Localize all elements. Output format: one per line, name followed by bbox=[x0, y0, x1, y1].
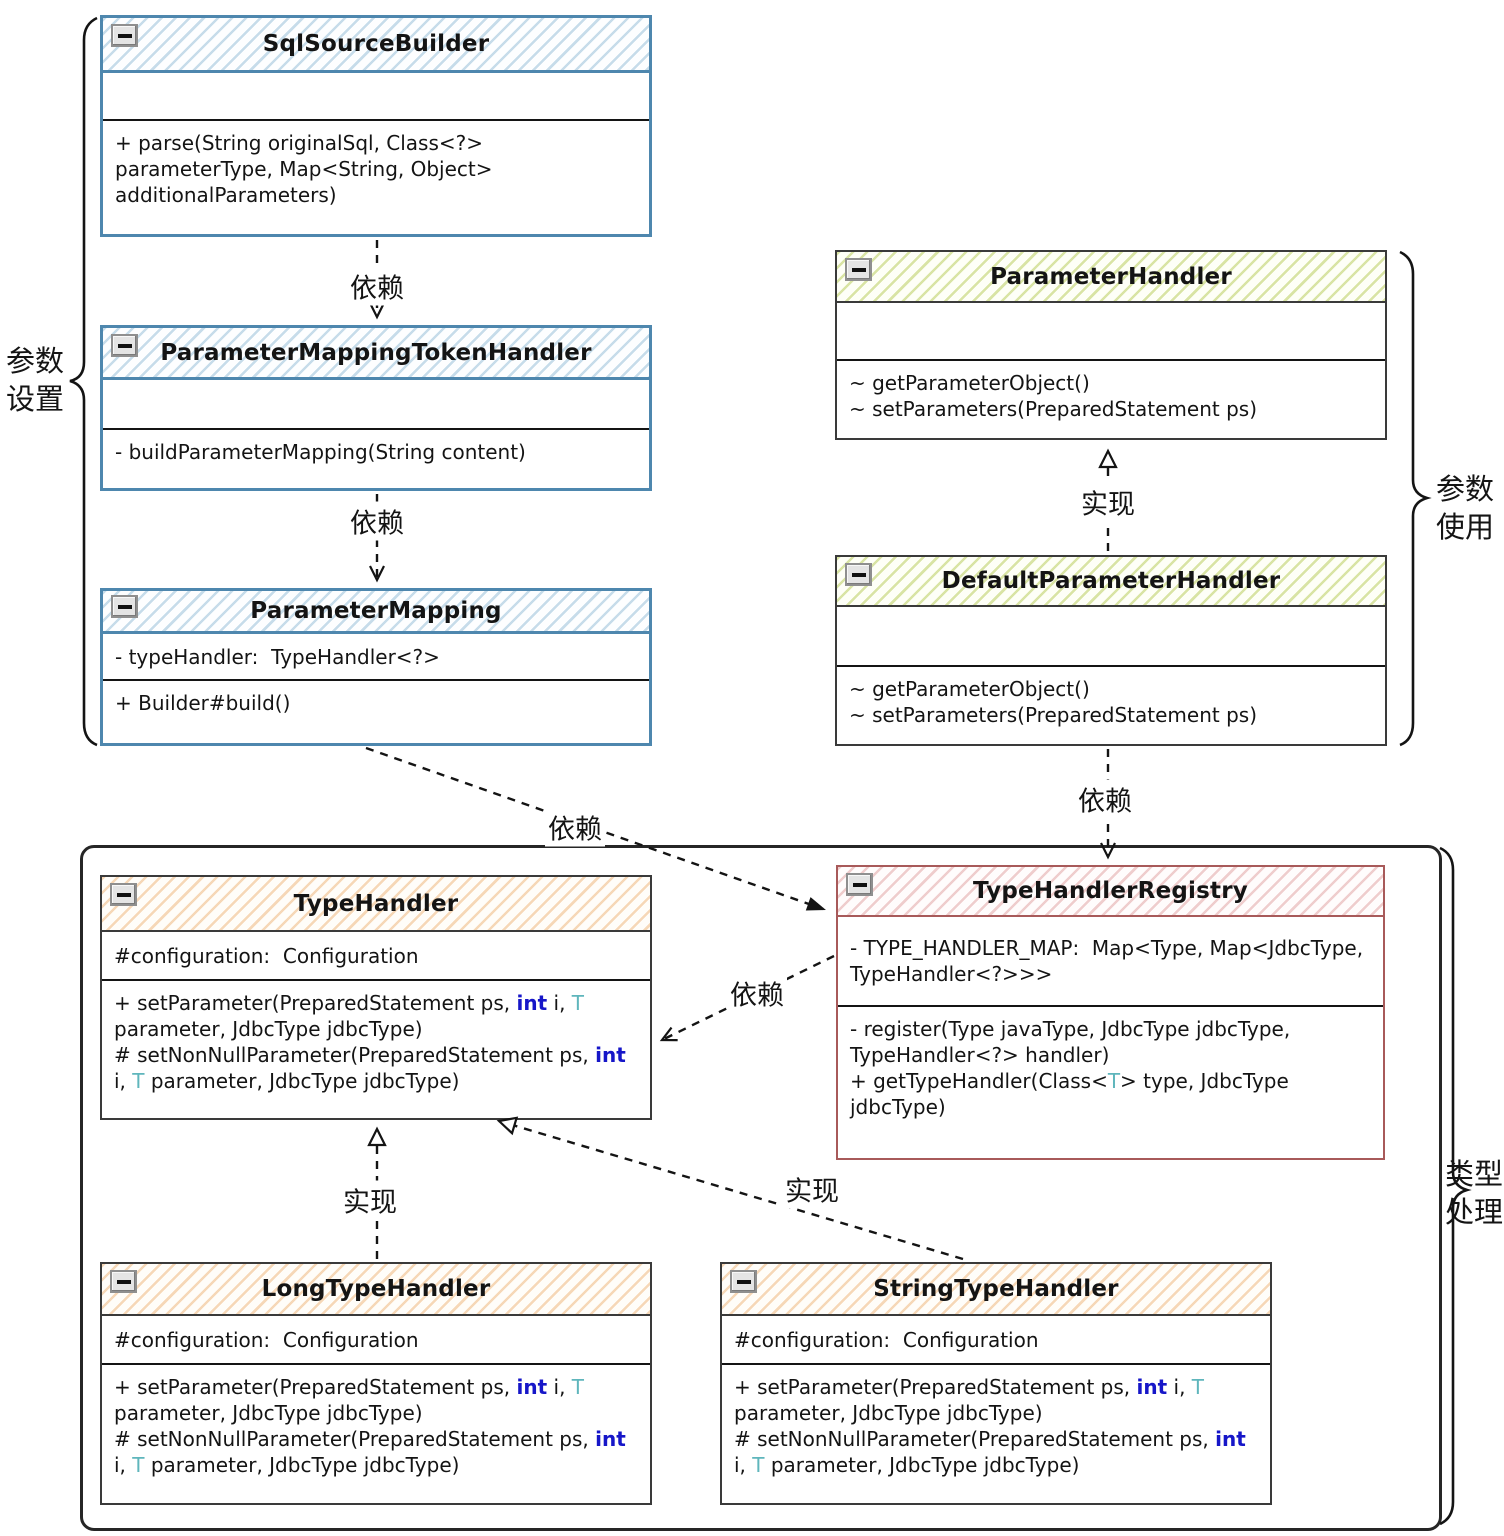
collapse-icon[interactable] bbox=[846, 873, 873, 896]
class-fields-compartment: #configuration: Configuration bbox=[722, 1316, 1270, 1365]
class-title: SqlSourceBuilder bbox=[262, 31, 490, 57]
class-header: DefaultParameterHandler bbox=[837, 557, 1385, 607]
class-methods-compartment: ~ getParameterObject() ~ setParameters(P… bbox=[837, 361, 1385, 438]
class-header: ParameterHandler bbox=[837, 252, 1385, 303]
class-methods-compartment: + parse(String originalSql, Class<?> par… bbox=[103, 121, 649, 234]
collapse-icon[interactable] bbox=[730, 1270, 757, 1293]
minus-glyph bbox=[851, 267, 866, 272]
edge-label-dependency: 依赖 bbox=[347, 266, 407, 306]
class-box-parametermapping[interactable]: ParameterMapping - typeHandler: TypeHand… bbox=[100, 588, 652, 746]
class-box-sqlsourcebuilder[interactable]: SqlSourceBuilder + parse(String original… bbox=[100, 15, 652, 237]
class-header: LongTypeHandler bbox=[102, 1264, 650, 1316]
class-title: ParameterHandler bbox=[990, 263, 1232, 290]
minus-glyph bbox=[117, 343, 132, 348]
class-title: StringTypeHandler bbox=[873, 1276, 1119, 1302]
edge-label-realization: 实现 bbox=[340, 1180, 400, 1220]
class-header: StringTypeHandler bbox=[722, 1264, 1270, 1316]
class-title: TypeHandler bbox=[293, 890, 459, 917]
class-box-parametermappingtokenhandler[interactable]: ParameterMappingTokenHandler - buildPara… bbox=[100, 325, 652, 491]
class-title: ParameterMappingTokenHandler bbox=[160, 339, 592, 366]
class-fields-compartment: - typeHandler: TypeHandler<?> bbox=[103, 634, 649, 681]
class-header: TypeHandlerRegistry bbox=[838, 867, 1383, 917]
class-box-stringtypehandler[interactable]: StringTypeHandler #configuration: Config… bbox=[720, 1262, 1272, 1505]
class-title: LongTypeHandler bbox=[261, 1276, 491, 1302]
edge-label-dependency: 依赖 bbox=[727, 973, 787, 1013]
minus-glyph bbox=[116, 892, 131, 897]
class-box-parameterhandler[interactable]: ParameterHandler ~ getParameterObject() … bbox=[835, 250, 1387, 440]
field-line: #configuration: Configuration bbox=[734, 1327, 1039, 1352]
brace-param-setting bbox=[69, 16, 98, 747]
collapse-icon[interactable] bbox=[110, 883, 137, 906]
class-fields-compartment: #configuration: Configuration bbox=[102, 1316, 650, 1365]
field-line: #configuration: Configuration bbox=[114, 1327, 419, 1352]
class-methods-compartment: + setParameter(PreparedStatement ps, int… bbox=[722, 1365, 1270, 1503]
group-label-type-handling: 类型 处理 bbox=[1444, 1157, 1503, 1230]
class-fields-compartment: - TYPE_HANDLER_MAP: Map<Type, Map<JdbcTy… bbox=[838, 917, 1383, 1007]
method-line: # setNonNullParameter(PreparedStatement … bbox=[734, 1427, 1253, 1477]
class-fields-compartment bbox=[103, 380, 649, 430]
minus-glyph bbox=[117, 33, 132, 38]
collapse-icon[interactable] bbox=[111, 595, 138, 618]
edge-label-dependency: 依赖 bbox=[545, 807, 605, 847]
edge-label-dependency: 依赖 bbox=[1075, 779, 1135, 819]
class-box-typehandler[interactable]: TypeHandler #configuration: Configuratio… bbox=[100, 875, 652, 1120]
class-box-longtypehandler[interactable]: LongTypeHandler #configuration: Configur… bbox=[100, 1262, 652, 1505]
class-header: SqlSourceBuilder bbox=[103, 18, 649, 73]
method-line: + getTypeHandler(Class<T> type, JdbcType… bbox=[850, 1069, 1296, 1119]
class-header: TypeHandler bbox=[102, 877, 650, 932]
method-line: ~ setParameters(PreparedStatement ps) bbox=[849, 703, 1258, 727]
minus-glyph bbox=[852, 882, 867, 887]
method-line: + parse(String originalSql, Class<?> par… bbox=[115, 131, 499, 207]
class-fields-compartment bbox=[837, 607, 1385, 667]
class-methods-compartment: - buildParameterMapping(String content) bbox=[103, 430, 649, 488]
minus-glyph bbox=[851, 572, 866, 577]
class-header: ParameterMapping bbox=[103, 591, 649, 634]
method-line: - register(Type javaType, JdbcType jdbcT… bbox=[850, 1017, 1297, 1067]
class-methods-compartment: ~ getParameterObject() ~ setParameters(P… bbox=[837, 667, 1385, 744]
field-line: - typeHandler: TypeHandler<?> bbox=[115, 644, 440, 669]
method-line: + setParameter(PreparedStatement ps, int… bbox=[114, 991, 591, 1041]
class-box-defaultparameterhandler[interactable]: DefaultParameterHandler ~ getParameterOb… bbox=[835, 555, 1387, 746]
edge-label-dependency: 依赖 bbox=[347, 501, 407, 541]
method-line: + setParameter(PreparedStatement ps, int… bbox=[734, 1375, 1211, 1425]
method-line: ~ getParameterObject() bbox=[849, 677, 1090, 701]
minus-glyph bbox=[116, 1279, 131, 1284]
class-fields-compartment bbox=[103, 73, 649, 121]
edge-label-realization: 实现 bbox=[782, 1169, 842, 1209]
group-label-param-setting: 参数 设置 bbox=[5, 344, 64, 417]
class-methods-compartment: + setParameter(PreparedStatement ps, int… bbox=[102, 1365, 650, 1503]
minus-glyph bbox=[736, 1279, 751, 1284]
method-line: - buildParameterMapping(String content) bbox=[115, 440, 526, 464]
field-line: #configuration: Configuration bbox=[114, 943, 419, 968]
brace-param-usage bbox=[1399, 250, 1432, 747]
group-label-param-usage: 参数 使用 bbox=[1435, 472, 1494, 545]
class-box-typehandlerregistry[interactable]: TypeHandlerRegistry - TYPE_HANDLER_MAP: … bbox=[836, 865, 1385, 1160]
method-line: + Builder#build() bbox=[115, 691, 291, 715]
method-line: # setNonNullParameter(PreparedStatement … bbox=[114, 1043, 633, 1093]
minus-glyph bbox=[117, 604, 132, 609]
method-line: ~ getParameterObject() bbox=[849, 371, 1090, 395]
class-fields-compartment: #configuration: Configuration bbox=[102, 932, 650, 981]
class-methods-compartment: + Builder#build() bbox=[103, 681, 649, 743]
class-title: TypeHandlerRegistry bbox=[973, 878, 1248, 904]
method-line: ~ setParameters(PreparedStatement ps) bbox=[849, 397, 1258, 421]
collapse-icon[interactable] bbox=[111, 24, 138, 47]
class-header: ParameterMappingTokenHandler bbox=[103, 328, 649, 380]
class-title: DefaultParameterHandler bbox=[941, 568, 1281, 594]
method-line: + setParameter(PreparedStatement ps, int… bbox=[114, 1375, 591, 1425]
collapse-icon[interactable] bbox=[845, 563, 872, 586]
collapse-icon[interactable] bbox=[110, 1270, 137, 1293]
class-methods-compartment: - register(Type javaType, JdbcType jdbcT… bbox=[838, 1007, 1383, 1158]
class-methods-compartment: + setParameter(PreparedStatement ps, int… bbox=[102, 981, 650, 1118]
field-line: - TYPE_HANDLER_MAP: Map<Type, Map<JdbcTy… bbox=[850, 936, 1370, 986]
method-line: # setNonNullParameter(PreparedStatement … bbox=[114, 1427, 633, 1477]
class-title: ParameterMapping bbox=[250, 598, 502, 624]
collapse-icon[interactable] bbox=[845, 258, 872, 281]
collapse-icon[interactable] bbox=[111, 334, 138, 357]
class-fields-compartment bbox=[837, 303, 1385, 361]
edge-label-realization: 实现 bbox=[1078, 482, 1138, 522]
